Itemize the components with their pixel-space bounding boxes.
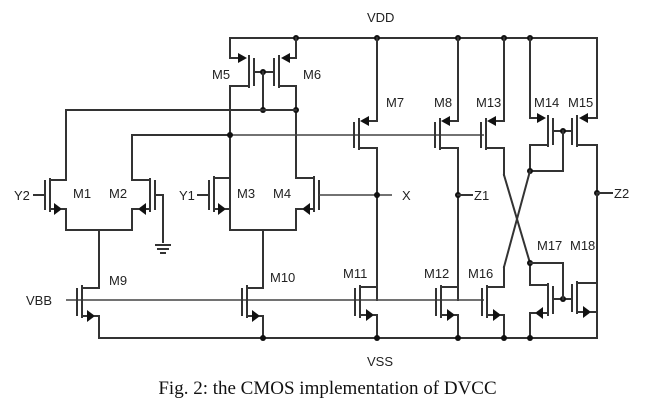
transistor-m1 [33,178,67,231]
m5-label: M5 [212,67,230,82]
z1-label: Z1 [474,188,489,203]
transistor-m5 [229,53,255,231]
m17-label: M17 [537,238,562,253]
m9-label: M9 [109,273,127,288]
z2-label: Z2 [614,186,629,201]
m3-label: M3 [237,186,255,201]
m12-label: M12 [424,266,449,281]
transistor-m15 [571,113,598,311]
vdd-label: VDD [367,10,394,25]
transistor-m17 [527,260,554,339]
m6-label: M6 [303,67,321,82]
m16-label: M16 [468,266,493,281]
m11-label: M11 [343,266,367,281]
transistor-m2 [131,178,164,243]
m8-label: M8 [434,95,452,110]
net-m5-drain [131,132,484,181]
figure-caption: Fig. 2: the CMOS implementation of DVCC [158,378,497,399]
x-label: X [402,188,411,203]
m7-label: M7 [386,95,404,110]
m18-label: M18 [570,238,595,253]
dvcc-schematic: VDD M5 M6 Y2 [14,10,629,369]
m4-label: M4 [273,186,291,201]
vss-rail [98,335,598,341]
y1-label: Y1 [179,188,195,203]
transistor-m10 [241,285,264,339]
transistor-m18 [571,279,598,339]
transistor-m6 [273,37,297,179]
transistor-m9 [76,285,100,339]
vss-label: VSS [367,354,393,369]
vbb-label: VBB [26,293,52,308]
transistor-m3 [197,176,231,231]
m1-label: M1 [73,186,91,201]
transistor-m4 [295,176,320,231]
transistor-m8 [434,37,459,301]
m14-label: M14 [534,95,559,110]
m13-label: M13 [476,95,501,110]
transistor-m12 [435,285,459,339]
net-m6-drain [65,109,297,181]
m2-label: M2 [109,186,127,201]
mirror-gate-node [253,69,299,113]
m15-label: M15 [568,95,593,110]
m10-label: M10 [270,270,295,285]
ground-symbol [155,244,171,254]
node-x [374,192,380,198]
node-z1 [455,192,473,198]
transistor-m16 [481,266,505,339]
transistor-m13 [480,37,505,176]
vdd-rail [229,35,598,119]
m17-m18-gate-node [529,262,573,302]
transistor-m7 [353,37,378,301]
crossover-wires [502,169,532,269]
y2-label: Y2 [14,188,30,203]
m14-m15-gate-node [527,128,573,174]
transistor-m11 [354,285,378,339]
